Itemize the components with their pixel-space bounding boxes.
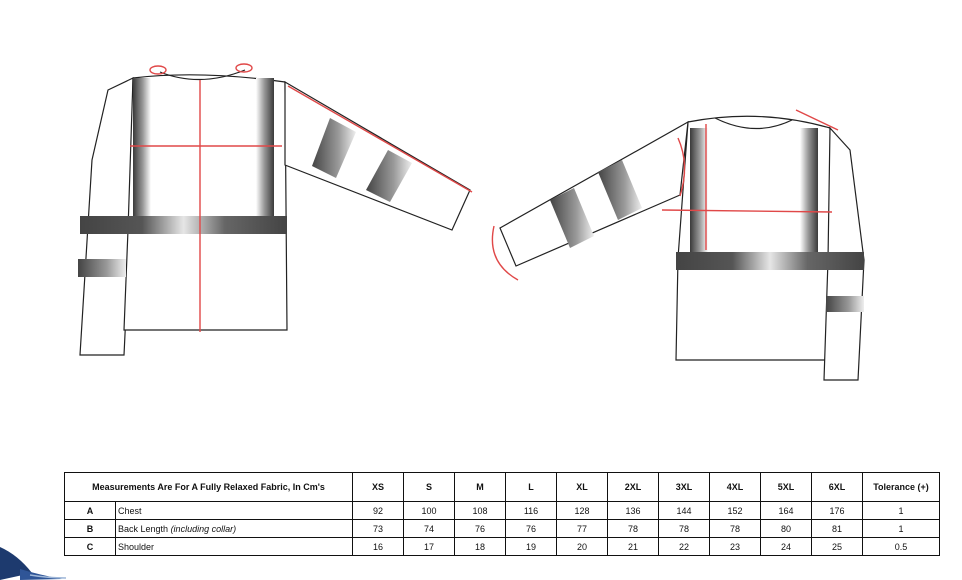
front-shoulder-arrow — [795, 109, 839, 131]
table-cell: 21 — [607, 537, 659, 556]
back-tape-arm-band-1 — [312, 118, 356, 178]
table-row: B Back Length (including collar) 73 74 7… — [64, 519, 940, 538]
row-label: Chest — [115, 501, 353, 520]
back-tape-left-strip — [133, 78, 151, 218]
size-header-m: M — [454, 472, 506, 502]
row-code: C — [64, 537, 116, 556]
table-caption: Measurements Are For A Fully Relaxed Fab… — [64, 472, 353, 502]
front-tape-right-strip — [800, 128, 818, 254]
table-cell: 176 — [811, 501, 863, 520]
back-collar-mark-right — [235, 63, 253, 73]
front-tape-arm-band-2 — [550, 188, 594, 248]
size-header-2xl: 2XL — [607, 472, 659, 502]
table-cell: 136 — [607, 501, 659, 520]
row-label-note: (including collar) — [170, 523, 237, 534]
table-cell: 80 — [760, 519, 812, 538]
front-tape-arm-band-1 — [598, 160, 642, 220]
back-sleeve-arrow — [287, 85, 473, 193]
table-cell: 25 — [811, 537, 863, 556]
logo-swoosh-icon — [29, 574, 67, 579]
table-cell: 77 — [556, 519, 608, 538]
table-cell: 78 — [607, 519, 659, 538]
size-header-l: L — [505, 472, 557, 502]
row-label-text: Back Length — [118, 523, 169, 534]
size-chart-table: Measurements Are For A Fully Relaxed Fab… — [64, 472, 940, 556]
size-header-xl: XL — [556, 472, 608, 502]
size-header-s: S — [403, 472, 455, 502]
front-tape-left-strip — [690, 128, 708, 254]
table-cell: 76 — [505, 519, 557, 538]
tolerance-header: Tolerance (+) — [862, 472, 940, 502]
back-tape-right-strip — [256, 78, 274, 218]
table-cell: 73 — [352, 519, 404, 538]
table-cell: 144 — [658, 501, 710, 520]
table-cell: 17 — [403, 537, 455, 556]
size-header-3xl: 3XL — [658, 472, 710, 502]
back-reflective-tape — [78, 78, 412, 277]
table-row: A Chest 92 100 108 116 128 136 144 152 1… — [64, 501, 940, 520]
table-cell: 152 — [709, 501, 761, 520]
table-cell: 78 — [709, 519, 761, 538]
front-measure-arrows — [491, 109, 839, 281]
brand-logo — [0, 547, 67, 580]
row-label-text: Shoulder — [118, 541, 155, 552]
table-cell: 76 — [454, 519, 506, 538]
front-armhole-arrow — [677, 137, 686, 197]
row-code: A — [64, 501, 116, 520]
back-tape-sleeve-band — [78, 259, 126, 277]
back-measure-arrows — [130, 63, 473, 332]
table-cell: 20 — [556, 537, 608, 556]
size-header-row: Measurements Are For A Fully Relaxed Fab… — [64, 472, 940, 502]
front-reflective-tape — [550, 128, 864, 312]
back-tape-waist-band — [80, 216, 287, 234]
garment-diagram — [78, 63, 865, 381]
table-cell: 74 — [403, 519, 455, 538]
tolerance-cell: 0.5 — [862, 537, 940, 556]
back-collar-mark-left — [149, 65, 167, 75]
table-row: C Shoulder 16 17 18 19 20 21 22 23 24 25… — [64, 537, 940, 556]
table-cell: 116 — [505, 501, 557, 520]
back-tape-arm-band-2 — [366, 150, 412, 202]
tolerance-cell: 1 — [862, 501, 940, 520]
row-label: Back Length (including collar) — [115, 519, 353, 538]
row-label-text: Chest — [118, 505, 142, 516]
size-header-5xl: 5XL — [760, 472, 812, 502]
table-cell: 164 — [760, 501, 812, 520]
back-right-sleeve — [284, 80, 471, 231]
size-header-4xl: 4XL — [709, 472, 761, 502]
front-left-sleeve — [499, 120, 689, 267]
table-cell: 108 — [454, 501, 506, 520]
front-tape-sleeve-band — [826, 296, 864, 312]
table-cell: 81 — [811, 519, 863, 538]
row-code: B — [64, 519, 116, 538]
front-tape-waist-band — [676, 252, 864, 270]
size-header-6xl: 6XL — [811, 472, 863, 502]
table-cell: 23 — [709, 537, 761, 556]
table-cell: 16 — [352, 537, 404, 556]
table-cell: 92 — [352, 501, 404, 520]
front-chest-arrow — [661, 209, 833, 213]
table-cell: 22 — [658, 537, 710, 556]
front-cuff-arrow — [491, 225, 519, 281]
table-cell: 24 — [760, 537, 812, 556]
table-cell: 78 — [658, 519, 710, 538]
table-cell: 100 — [403, 501, 455, 520]
tolerance-cell: 1 — [862, 519, 940, 538]
row-label: Shoulder — [115, 537, 353, 556]
table-cell: 128 — [556, 501, 608, 520]
table-cell: 19 — [505, 537, 557, 556]
size-header-xs: XS — [352, 472, 404, 502]
table-cell: 18 — [454, 537, 506, 556]
